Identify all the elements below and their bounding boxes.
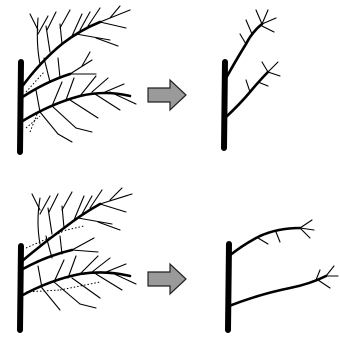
tree-after-row2 (228, 220, 338, 330)
tree-before-row2 (20, 188, 136, 330)
tree-before-row1 (20, 6, 136, 152)
arrow-right-icon (148, 80, 186, 110)
tree-after-row1 (224, 10, 280, 148)
arrow-right-icon (148, 264, 186, 294)
